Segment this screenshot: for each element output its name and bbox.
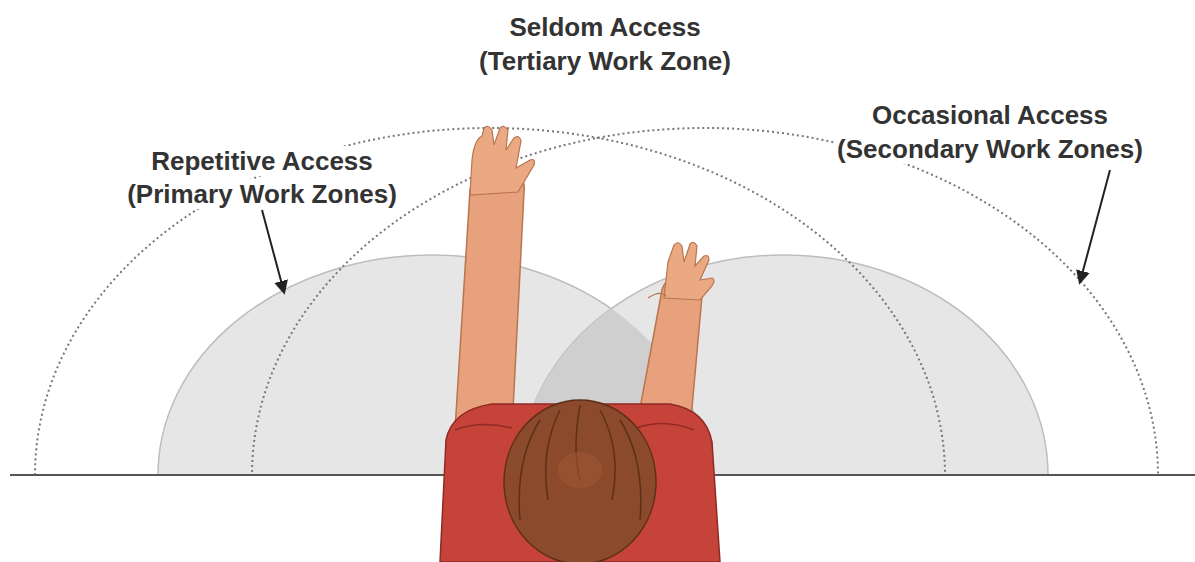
- zone-subtitle: (Primary Work Zones): [124, 179, 400, 209]
- zone-title: Occasional Access: [869, 100, 1111, 130]
- zone-title: Seldom Access: [506, 12, 703, 42]
- person-figure: [440, 126, 720, 562]
- zone-subtitle: (Secondary Work Zones): [834, 134, 1146, 164]
- leader-arrow: [262, 210, 284, 292]
- zone-subtitle: (Tertiary Work Zone): [476, 46, 734, 76]
- leader-arrow: [1080, 170, 1110, 282]
- zone-title: Repetitive Access: [148, 146, 376, 176]
